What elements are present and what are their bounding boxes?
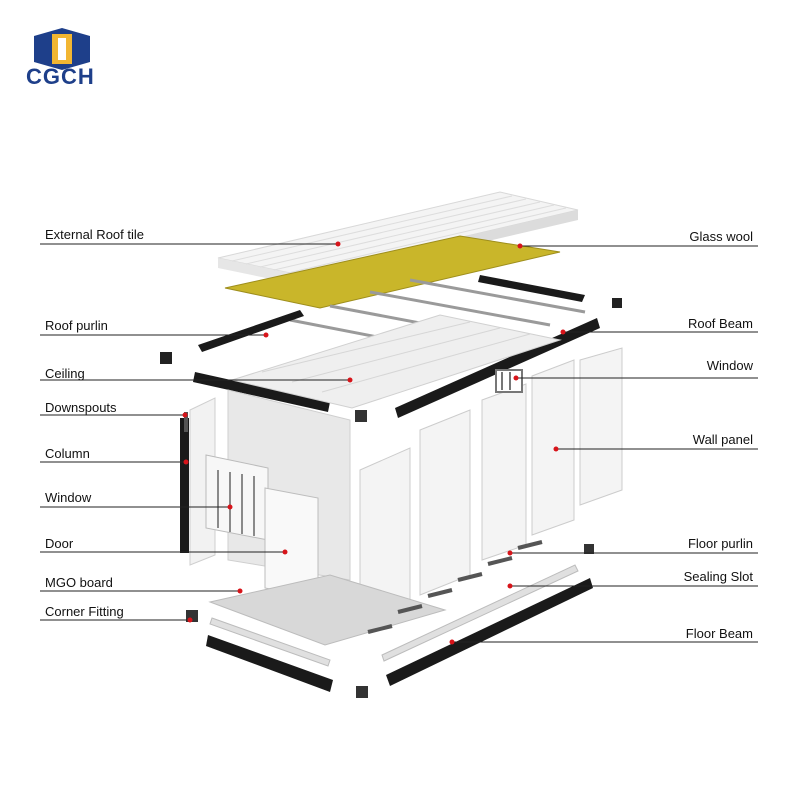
label-roof-purlin: Roof purlin — [45, 318, 108, 333]
cgch-logo — [34, 28, 90, 70]
label-glass-wool: Glass wool — [689, 229, 753, 244]
label-column: Column — [45, 446, 90, 461]
label-floor-beam: Floor Beam — [685, 626, 753, 641]
leader-lines — [40, 243, 758, 643]
marker-dots — [182, 241, 566, 645]
brand-name: CGCH — [26, 64, 95, 89]
label-floor-purlin: Floor purlin — [687, 536, 753, 551]
label-downspouts: Downspouts — [45, 400, 117, 415]
label-mgo-board: MGO board — [45, 575, 113, 590]
glass-wool-layer — [224, 235, 561, 309]
label-window-left: Window — [45, 490, 92, 505]
upper-window — [495, 369, 523, 393]
corner-fittings — [186, 544, 594, 698]
corner-fitting-top-right — [612, 298, 622, 308]
window-grille — [217, 470, 255, 536]
wall-panels — [359, 347, 623, 619]
label-sealing-slot: Sealing Slot — [683, 569, 753, 584]
ceiling-panels — [230, 314, 562, 422]
downspout — [184, 412, 188, 432]
label-external-roof-tile: External Roof tile — [45, 227, 144, 242]
label-roof-beam: Roof Beam — [687, 316, 753, 331]
window-frame-panel — [205, 454, 269, 541]
label-corner-fitting: Corner Fitting — [45, 604, 124, 619]
mgo-board — [208, 574, 447, 646]
floor-beams — [206, 564, 593, 692]
label-wall-panel: Wall panel — [692, 432, 753, 447]
label-ceiling: Ceiling — [45, 366, 85, 381]
floor-purlins — [367, 540, 543, 634]
label-door: Door — [45, 536, 74, 551]
corner-fitting-top-left — [160, 352, 172, 364]
label-window-right: Window — [706, 358, 753, 373]
